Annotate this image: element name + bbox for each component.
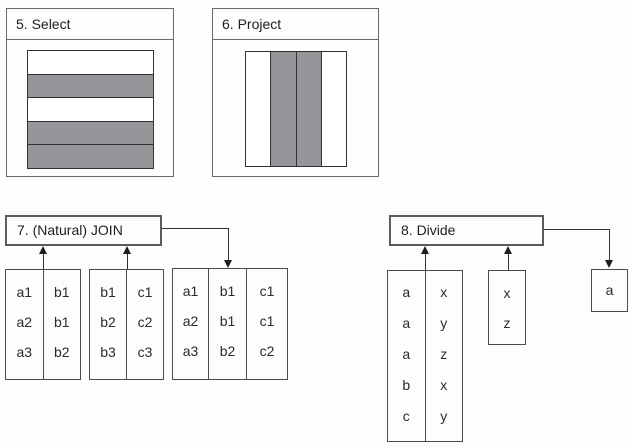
divide-result-arrow-vertical <box>609 229 610 261</box>
table-cell: b2 <box>219 343 236 359</box>
gray-stripe <box>28 120 153 145</box>
white-stripe <box>320 52 346 166</box>
gray-stripe <box>270 52 296 166</box>
table-column: b1 b1 b2 <box>208 269 246 379</box>
table-cell: z <box>440 346 448 362</box>
table-cell: x <box>440 377 448 393</box>
divide-result-arrow-horizontal <box>544 229 610 230</box>
table-cell: a <box>605 282 614 298</box>
table-column: a1 a2 a3 <box>6 270 43 379</box>
join-result-arrowhead-icon <box>224 260 232 268</box>
table-cell: b <box>402 377 411 393</box>
table-cell: b2 <box>53 344 70 360</box>
white-stripe <box>246 52 271 166</box>
join-result-table: a1 a2 a3 b1 b1 b2 c1 c1 c2 <box>172 268 288 380</box>
table-column: c1 c1 c2 <box>246 269 287 379</box>
join-input1-arrow-line <box>43 248 44 269</box>
table-cell: a1 <box>16 284 33 300</box>
table-cell: a2 <box>16 314 33 330</box>
table-cell: y <box>440 408 448 424</box>
select-panel-title: 5. Select <box>7 9 173 40</box>
table-cell: b1 <box>53 284 70 300</box>
divide-input2-arrow-line <box>508 248 509 270</box>
table-cell: a3 <box>16 344 33 360</box>
table-cell: x <box>440 284 448 300</box>
table-cell: a2 <box>182 313 199 329</box>
join-input1-arrowhead-icon <box>39 246 47 254</box>
table-cell: c1 <box>137 284 153 300</box>
join-input-table-2: b1 b2 b3 c1 c2 c3 <box>89 269 164 380</box>
table-cell: c1 <box>259 283 275 299</box>
table-cell: a1 <box>182 283 199 299</box>
table-cell: x <box>503 285 511 301</box>
table-cell: a <box>402 346 411 362</box>
join-result-arrow-vertical <box>228 228 229 261</box>
divide-result-box: a <box>591 269 628 312</box>
white-stripe <box>28 51 153 74</box>
table-column: a1 a2 a3 <box>173 269 208 379</box>
join-result-arrow-horizontal <box>162 228 229 229</box>
join-title-text: 7. (Natural) JOIN <box>17 222 123 238</box>
table-cell: b1 <box>219 283 236 299</box>
divide-input1-arrow-line <box>425 248 426 270</box>
table-cell: b3 <box>100 344 116 360</box>
table-cell: a <box>402 315 411 331</box>
table-column: c1 c2 c3 <box>126 270 163 379</box>
table-column: b1 b1 b2 <box>42 270 81 379</box>
table-column: b1 b2 b3 <box>90 270 126 379</box>
table-cell: z <box>503 315 511 331</box>
table-cell: c2 <box>137 314 153 330</box>
join-input2-arrow-line <box>127 248 128 269</box>
table-cell: c3 <box>137 344 153 360</box>
gray-stripe <box>28 144 153 168</box>
divide-result-arrowhead-icon <box>605 260 613 268</box>
white-stripe <box>28 97 153 121</box>
join-input-table-1: a1 a2 a3 b1 b1 b2 <box>5 269 81 380</box>
gray-stripe <box>28 73 153 98</box>
table-cell: b1 <box>100 284 116 300</box>
table-cell: a <box>402 284 411 300</box>
divide-input1-arrowhead-icon <box>421 246 429 254</box>
divide-input2-arrowhead-icon <box>504 246 512 254</box>
table-cell: c <box>402 408 410 424</box>
table-cell: b2 <box>100 314 116 330</box>
select-rows-illustration <box>27 50 154 169</box>
table-cell: b1 <box>219 313 236 329</box>
table-cell: a3 <box>182 343 199 359</box>
join-input2-arrowhead-icon <box>123 246 131 254</box>
table-cell: c1 <box>259 313 275 329</box>
project-panel-title: 6. Project <box>213 9 378 40</box>
project-columns-illustration <box>245 51 347 167</box>
table-cell: c2 <box>259 343 275 359</box>
table-cell: y <box>440 315 448 331</box>
divide-operation-label: 8. Divide <box>389 215 544 246</box>
join-operation-label: 7. (Natural) JOIN <box>5 215 162 246</box>
table-column: a <box>592 270 627 311</box>
divide-title-text: 8. Divide <box>401 222 456 238</box>
table-cell: b1 <box>53 314 70 330</box>
gray-stripe <box>295 52 321 166</box>
